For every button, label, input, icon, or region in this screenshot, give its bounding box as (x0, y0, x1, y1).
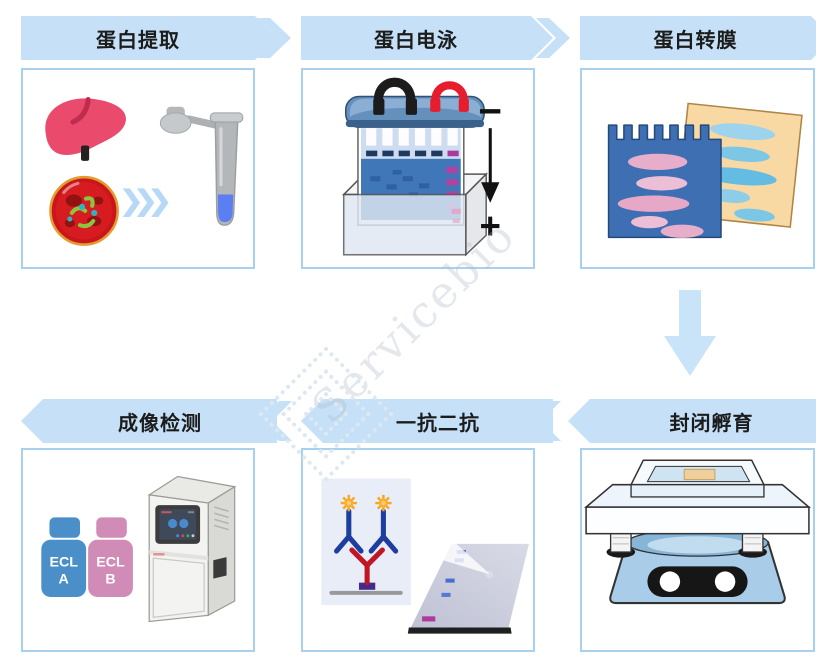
step-banner-transfer: 蛋白转膜 (580, 16, 816, 60)
minus-electrode-label: − (478, 88, 502, 134)
liver-icon (45, 97, 126, 161)
ecl-a-label: ECL (49, 554, 78, 570)
ecl-b-label: ECL (96, 554, 125, 570)
ecl-bottle-b-icon: ECL B (88, 517, 133, 597)
panel-extraction (21, 68, 255, 269)
panel-blocking (580, 448, 815, 652)
star-burst-icon (375, 494, 392, 512)
step-label: 封闭孵育 (669, 412, 754, 435)
ecl-bottle-a-icon: ECL A (41, 517, 87, 597)
panel-electrophoresis: − + (301, 68, 535, 269)
chevron-right-icon (257, 18, 291, 58)
svg-text:A: A (59, 572, 69, 588)
triple-chevron-icon (122, 188, 169, 217)
step-banner-blocking: 封闭孵育 (568, 399, 816, 443)
petri-dish-icon (49, 175, 119, 246)
star-burst-icon (340, 494, 357, 512)
electrophoresis-cell-icon (341, 77, 489, 257)
svg-text:B: B (105, 572, 115, 588)
down-arrow-icon (664, 290, 716, 376)
microtube-icon (209, 112, 244, 226)
plus-electrode-label: + (480, 205, 501, 246)
panel-imaging: ECL A ECL B (21, 448, 255, 652)
blot-plate-icon (407, 543, 529, 634)
step-label: 蛋白转膜 (653, 29, 738, 52)
step-banner-antibody: 一抗二抗 (301, 399, 553, 443)
antibody-complex-icon (321, 478, 411, 606)
step-label: 蛋白提取 (96, 29, 180, 52)
panel-antibody (301, 448, 535, 652)
step-banner-imaging: 成像检测 (21, 399, 277, 443)
step-label: 蛋白电泳 (374, 29, 458, 52)
step-label: 一抗二抗 (396, 412, 480, 435)
step-label: 成像检测 (118, 412, 202, 435)
imager-machine-icon (147, 475, 237, 623)
step-banner-electrophoresis: 蛋白电泳 (301, 16, 553, 60)
panel-transfer (580, 68, 815, 269)
chevron-right-icon (536, 18, 570, 58)
gel-icon (607, 124, 722, 239)
shaker-icon (583, 459, 812, 605)
step-banner-extraction: 蛋白提取 (21, 16, 277, 60)
electrode-arrow-icon: − + (478, 88, 502, 246)
